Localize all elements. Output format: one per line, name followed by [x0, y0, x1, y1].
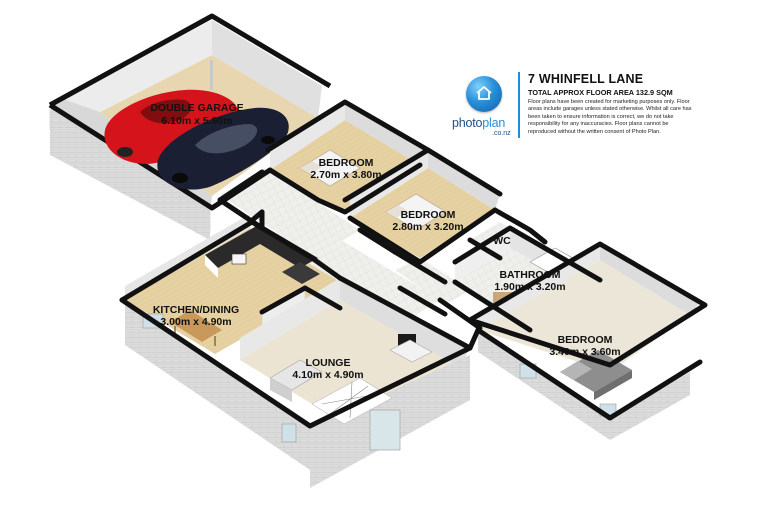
tv-icon: [389, 334, 433, 363]
lounge: [240, 278, 470, 488]
room-name-bedroom-2: BEDROOM: [401, 209, 456, 221]
disclaimer-text: Floor plans have been created for market…: [528, 99, 692, 135]
header-divider: [518, 72, 520, 138]
red-car-icon: [104, 89, 239, 164]
room-labels: DOUBLE GARAGE 6.10m x 5.90m BEDROOM 2.70…: [150, 102, 620, 381]
logo-wordmark: photoplan: [452, 116, 506, 130]
room-name-bathroom: BATHROOM: [499, 269, 560, 281]
room-name-bedroom-1: BEDROOM: [319, 157, 374, 169]
plan-header: photoplan .co.nz 7 WHINFELL LANE TOTAL A…: [452, 72, 702, 152]
bedroom-3: [468, 241, 708, 440]
room-name-bedroom-3: BEDROOM: [558, 334, 613, 346]
room-dims-bedroom-1: 2.70m x 3.80m: [310, 169, 381, 181]
room-dims-garage: 6.10m x 5.90m: [161, 115, 232, 127]
room-name-wc: WC: [493, 235, 511, 247]
house-icon: [466, 76, 502, 112]
room-name-kitchen: KITCHEN/DINING: [153, 304, 239, 316]
room-name-garage: DOUBLE GARAGE: [150, 102, 243, 114]
photoplan-logo: photoplan .co.nz: [452, 76, 516, 146]
dark-car-icon: [157, 107, 289, 190]
room-dims-lounge: 4.10m x 4.90m: [292, 369, 363, 381]
room-name-lounge: LOUNGE: [306, 357, 351, 369]
floor-area: TOTAL APPROX FLOOR AREA 132.9 SQM: [528, 88, 673, 97]
hallway: [220, 168, 470, 328]
bedroom-1: [270, 104, 428, 212]
double-garage: [48, 13, 332, 240]
wall-outlines: [119, 99, 703, 429]
room-dims-bathroom: 1.90m x 3.20m: [494, 281, 565, 293]
room-dims-bedroom-3: 3.40m x 3.60m: [549, 346, 620, 358]
logo-domain: .co.nz: [492, 130, 511, 137]
room-dims-kitchen: 3.00m x 4.90m: [160, 316, 231, 328]
room-dims-bedroom-2: 2.80m x 3.20m: [392, 221, 463, 233]
property-address: 7 WHINFELL LANE: [528, 72, 644, 86]
